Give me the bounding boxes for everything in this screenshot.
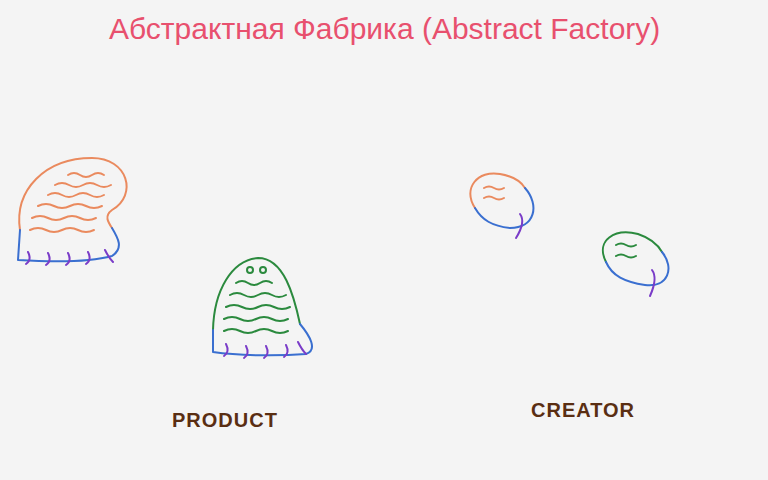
- caption-label: CREATOR: [531, 399, 635, 422]
- caption-label: PRODUCT: [172, 409, 278, 432]
- diagram-title: Абстрактная Фабрика (Abstract Factory): [109, 12, 660, 46]
